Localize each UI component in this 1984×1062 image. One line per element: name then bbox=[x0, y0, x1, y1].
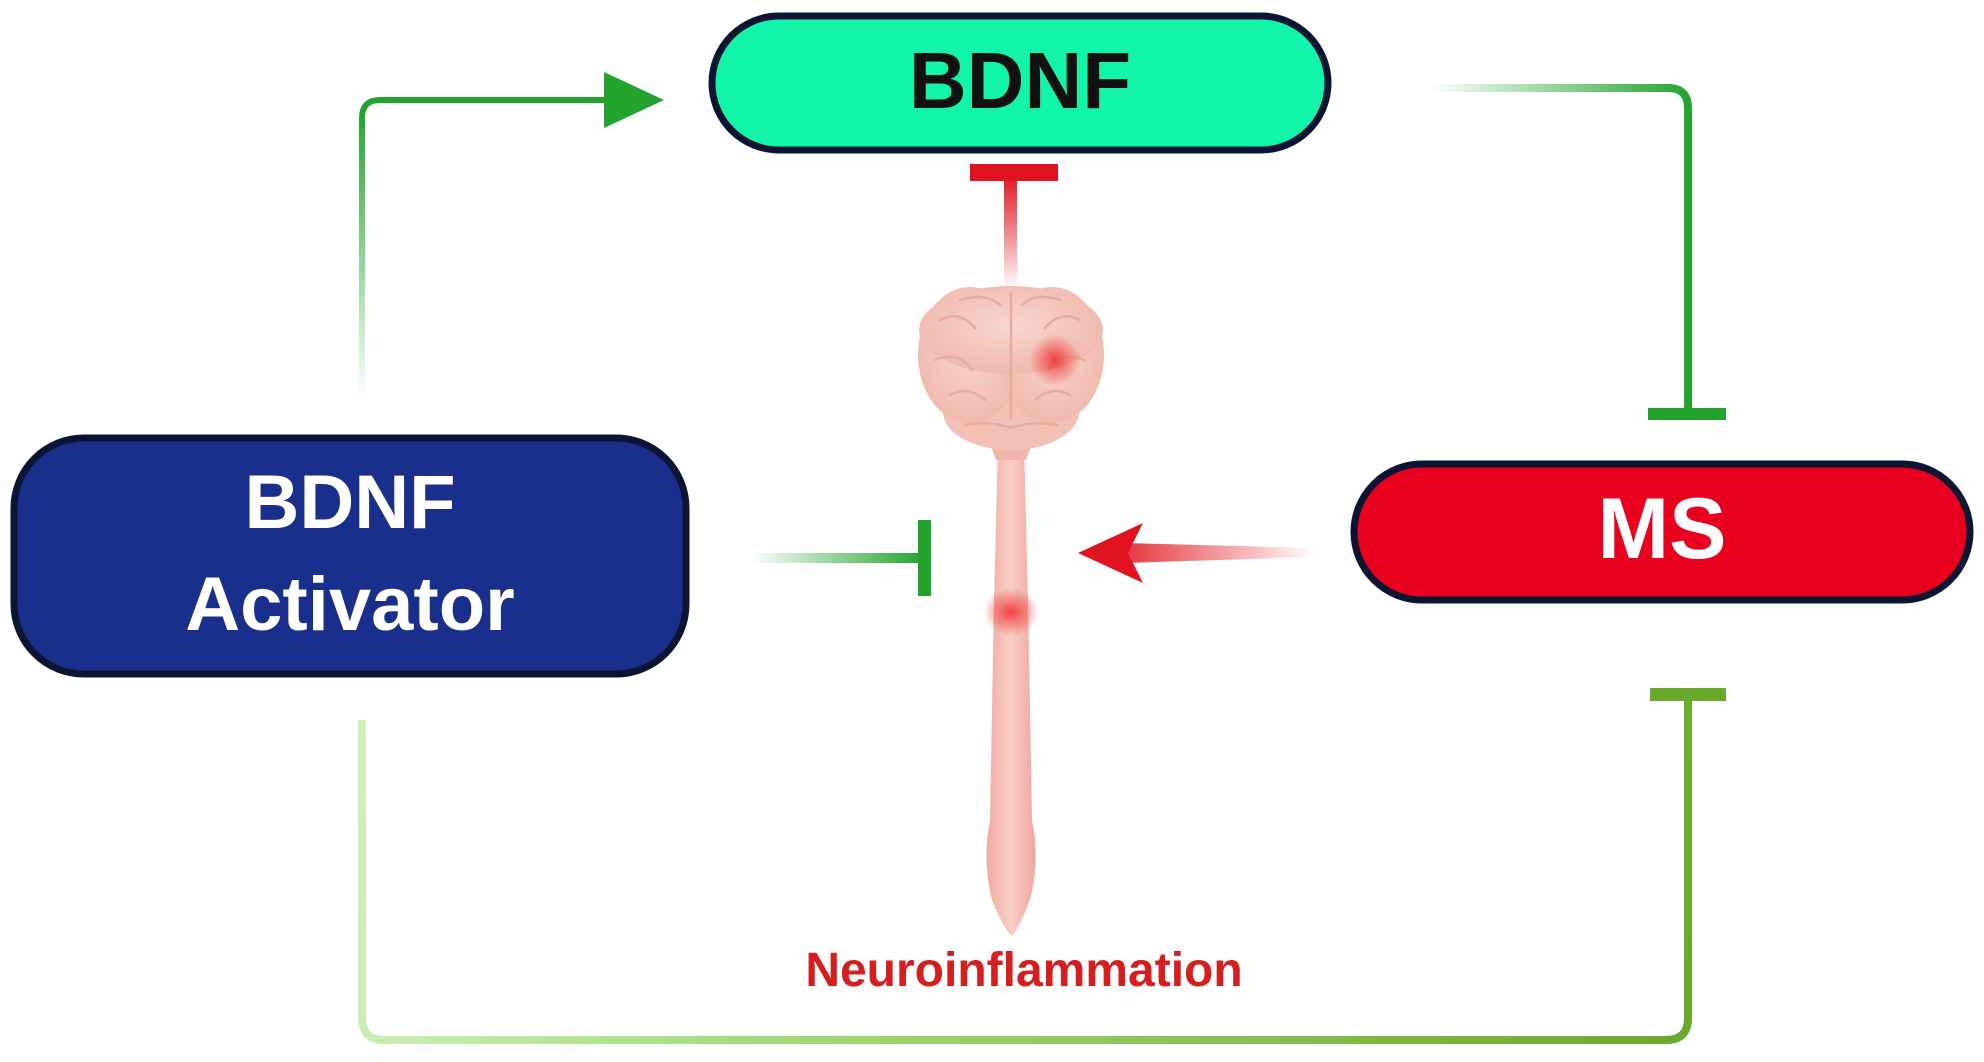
edge-ms-to-neuro bbox=[1125, 543, 1315, 563]
edge-activator-to-ms bbox=[358, 700, 1692, 1044]
bdnf-label: BDNF bbox=[909, 36, 1131, 125]
edges bbox=[358, 72, 1726, 1044]
inhibit-bar-neuro-to-bdnf bbox=[970, 164, 1058, 181]
inhibit-bar-bdnf-to-ms bbox=[1648, 408, 1726, 420]
node-ms: MS bbox=[1350, 460, 1974, 604]
inhibit-bar-activator-to-ms bbox=[1650, 688, 1726, 701]
bdnf-box bbox=[708, 12, 1332, 154]
ms-label: MS bbox=[1598, 481, 1727, 577]
cord-lesion bbox=[983, 588, 1039, 636]
bdnf-activator-label-line2: Activator bbox=[185, 562, 514, 647]
inhibit-bar-activator-to-neuro bbox=[918, 520, 931, 596]
node-bdnf-activator: BDNF Activator bbox=[10, 434, 690, 678]
brain-spinal-cord-icon bbox=[918, 286, 1104, 936]
arrowhead-activator-to-bdnf bbox=[604, 72, 664, 128]
node-bdnf: BDNF bbox=[708, 12, 1332, 154]
edge-activator-to-bdnf bbox=[359, 97, 610, 400]
edge-neuro-to-bdnf bbox=[1004, 175, 1017, 290]
spinal-cord bbox=[986, 440, 1036, 936]
brain-lesion bbox=[1029, 334, 1081, 386]
edge-bdnf-to-ms bbox=[1430, 84, 1692, 410]
bdnf-activator-box bbox=[10, 434, 690, 678]
edge-activator-to-neuro bbox=[750, 553, 922, 563]
ms-box bbox=[1350, 460, 1974, 604]
bdnf-activator-label-line1: BDNF bbox=[244, 460, 455, 545]
arrowhead-ms-to-neuro bbox=[1078, 523, 1143, 583]
neuroinflammation-caption: Neuroinflammation bbox=[805, 944, 1242, 997]
